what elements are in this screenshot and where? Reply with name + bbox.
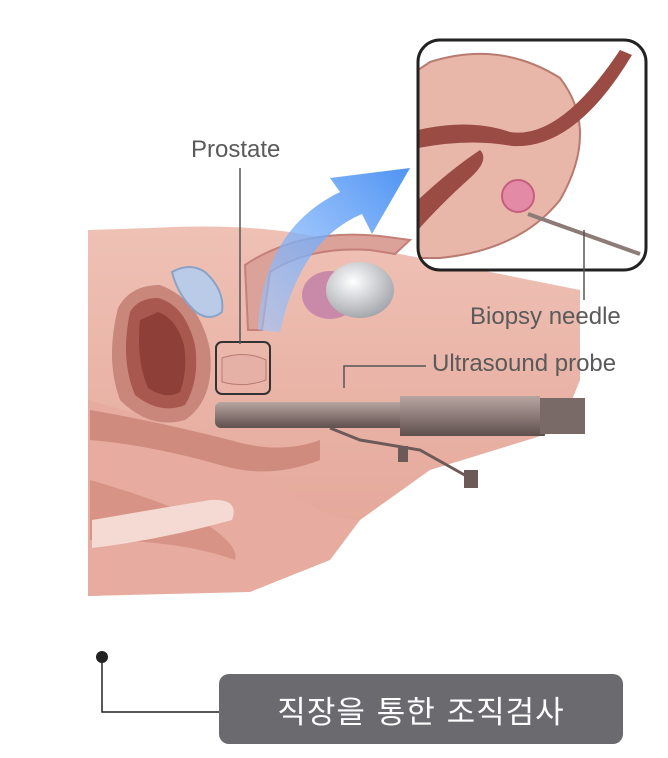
ultrasound-probe-label: Ultrasound probe [432, 350, 617, 377]
caption-connector-line [101, 657, 219, 713]
seminal-vesicle [302, 262, 394, 319]
zoom-arrow [258, 168, 410, 332]
prostate-label: Prostate [191, 136, 281, 163]
probe-leader-line [343, 365, 426, 388]
inset-zoom-panel [416, 38, 648, 272]
caption-text: 직장을 통한 조직검사 [277, 694, 565, 731]
rectum [111, 285, 211, 423]
prostate-highlight-box [215, 341, 271, 395]
biopsy-needle-label: Biopsy needle [470, 303, 621, 330]
ultrasound-probe [215, 396, 585, 488]
pubic-bone [170, 266, 224, 318]
caption-box: 직장을 통한 조직검사 [219, 674, 623, 744]
